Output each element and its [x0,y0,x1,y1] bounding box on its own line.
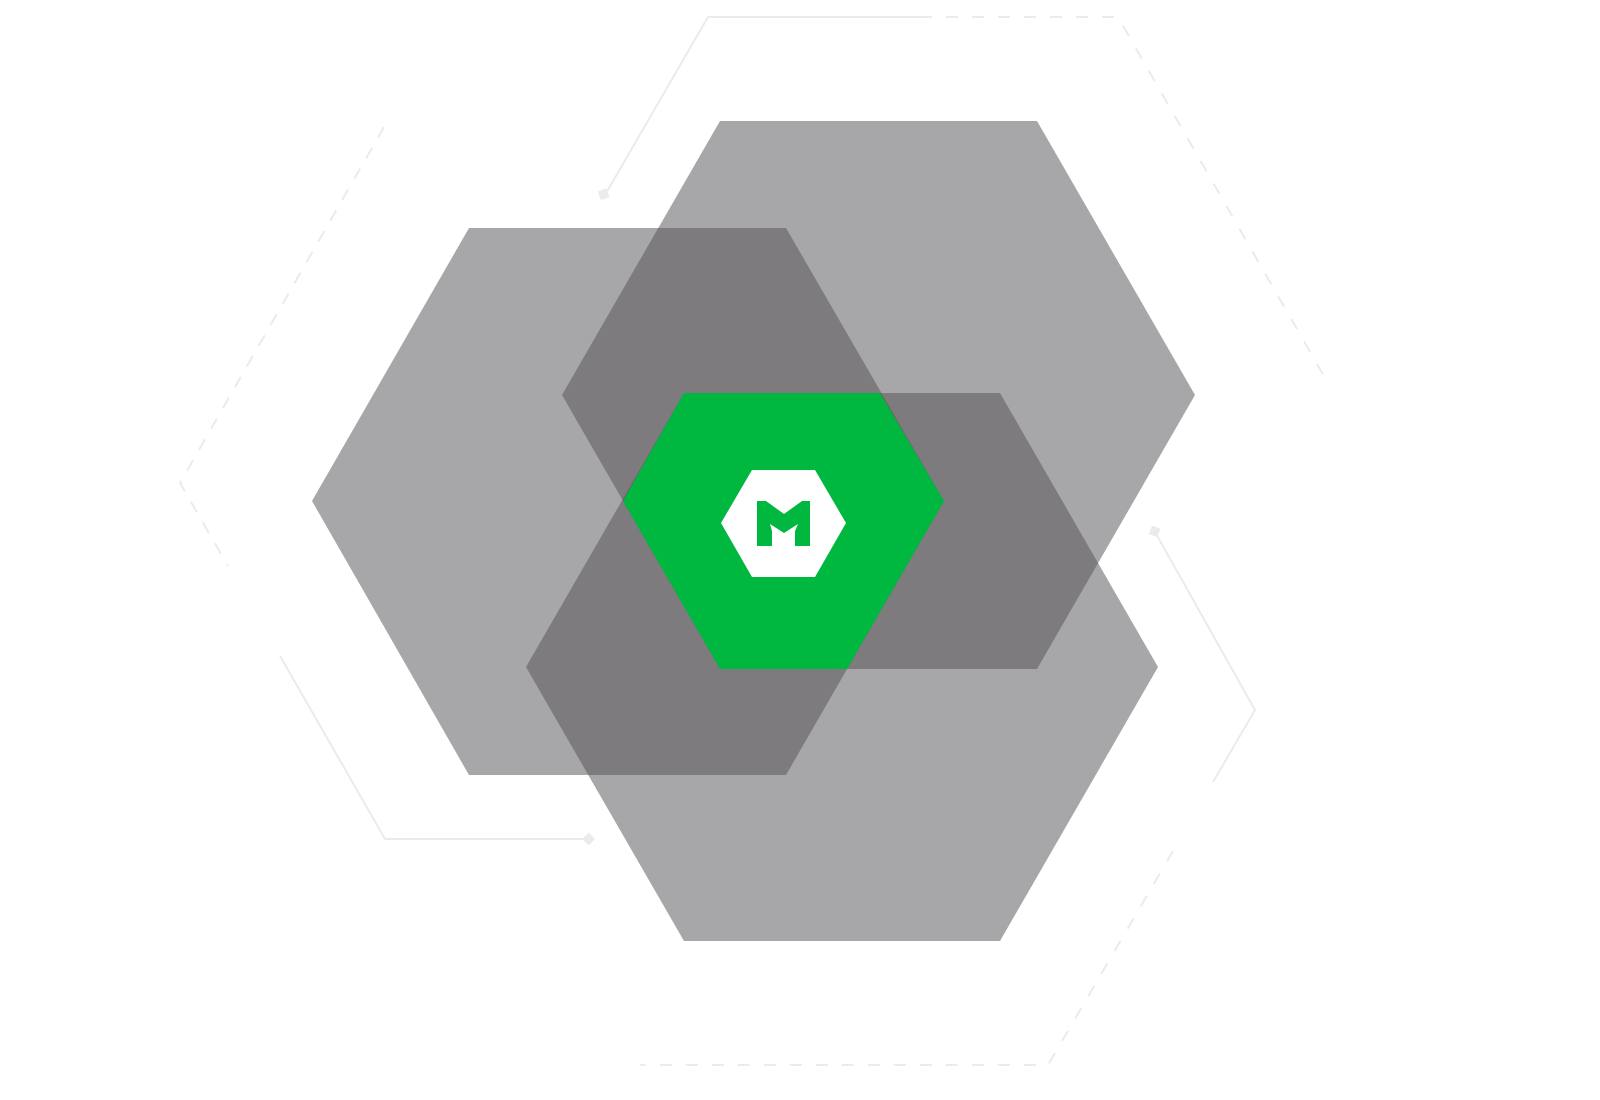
outline-node-marker [597,188,610,201]
outline-left-dashed [178,126,385,567]
outline-top-dashed [920,16,1326,379]
outline-paths [178,16,1326,1066]
outline-node-marker [1148,525,1161,538]
outline-top-solid [604,16,920,196]
outline-bottom-dashed [640,850,1174,1066]
m-hexagon-logo-icon [721,470,846,577]
outline-node-marker [582,832,596,846]
outline-bottom-left-solid [279,655,588,840]
outline-right-solid [1154,531,1257,783]
